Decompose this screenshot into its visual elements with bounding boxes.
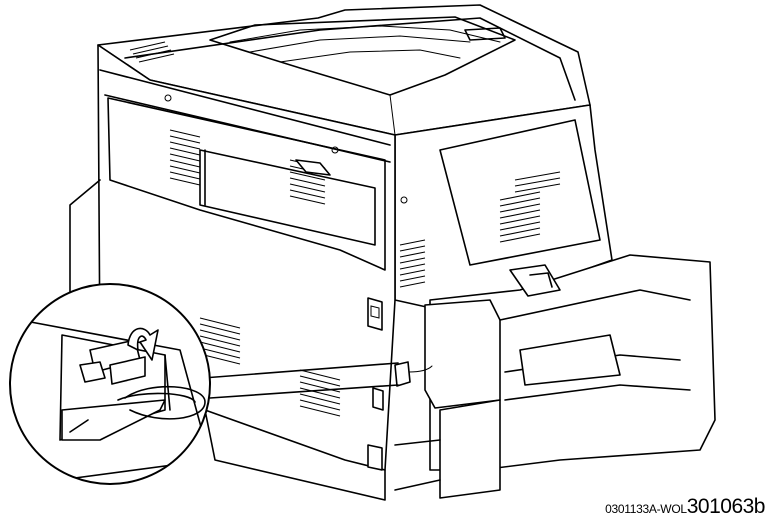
- top-vent-grille: [129, 41, 175, 63]
- printer-right-side-panel: [394, 104, 613, 311]
- power-switch: [367, 297, 383, 331]
- figure-caption: 0301133A-WOL301063b: [605, 495, 765, 519]
- duplex-unit: [394, 254, 716, 499]
- lower-rear-vents: [199, 317, 341, 417]
- caption-figure-id: 301063b: [686, 495, 766, 518]
- side-vent-grille: [499, 171, 561, 243]
- connector-cover-flap: [61, 399, 166, 441]
- callout-leader-lines: [202, 362, 399, 399]
- magnified-detail-circle: [9, 283, 211, 485]
- interface-cable: [124, 385, 206, 420]
- rotation-arrow: [127, 327, 159, 361]
- caption-part-number: 0301133A-WOL: [605, 502, 687, 516]
- interface-socket: [394, 361, 411, 387]
